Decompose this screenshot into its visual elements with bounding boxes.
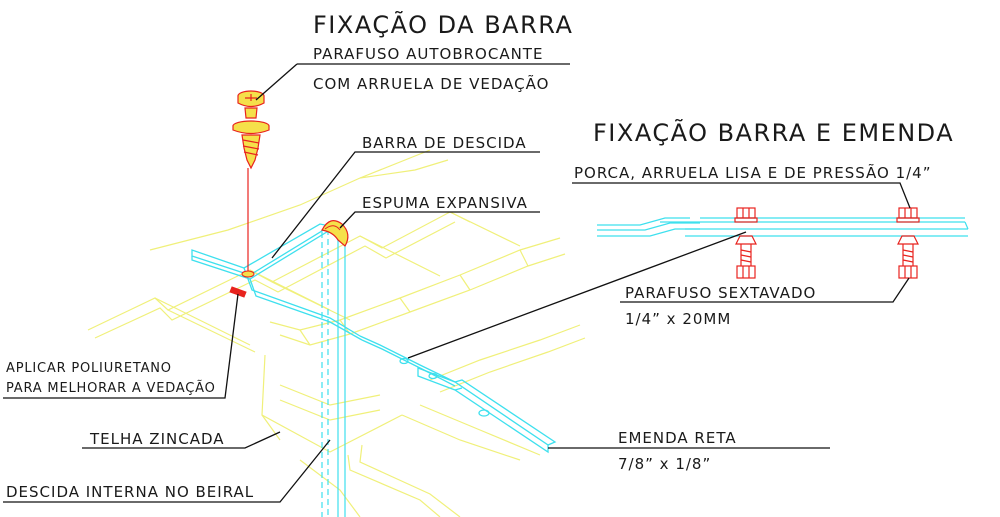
label-down-bar: BARRA DE DESCIDA: [362, 134, 527, 152]
label-straight-splice-size: 7/8” x 1/8”: [618, 455, 711, 473]
label-expanding-foam: ESPUMA EXPANSIVA: [362, 194, 528, 212]
leader-nut-washers: [572, 182, 911, 209]
label-polyurethane-line2: PARA MELHORAR A VEDAÇÃO: [6, 380, 216, 396]
hex-bolt-left: [734, 207, 758, 279]
leader-hex-bolt: [620, 277, 910, 303]
label-nut-washers: PORCA, ARRUELA LISA E DE PRESSÃO 1/4”: [574, 163, 932, 182]
leader-expanding-foam: [339, 211, 540, 229]
bar-splice-section: [597, 217, 969, 237]
label-internal-downlead: DESCIDA INTERNA NO BEIRAL: [6, 483, 254, 501]
leader-polyurethane: [3, 293, 239, 399]
title-bar-splice-fixing: FIXAÇÃO BARRA E EMENDA: [593, 117, 954, 147]
leader-lines: [3, 63, 911, 503]
leader-zinc-tile: [82, 431, 281, 449]
leader-down-bar: [271, 151, 540, 259]
label-straight-splice: EMENDA RETA: [618, 429, 737, 447]
hex-bolt-right: [896, 207, 920, 279]
polyurethane-seal: [229, 286, 247, 298]
label-hex-bolt-size: 1/4” x 20MM: [625, 310, 731, 328]
leader-internal-downlead: [3, 439, 331, 503]
internal-downlead-pipe: [321, 229, 346, 517]
label-self-drilling-screw: PARAFUSO AUTOBROCANTE: [313, 45, 543, 63]
straight-splice-bar: [417, 367, 557, 454]
title-bar-fixing: FIXAÇÃO DA BARRA: [313, 9, 573, 39]
label-sealing-washer: COM ARRUELA DE VEDAÇÃO: [313, 74, 549, 93]
down-bar: [191, 223, 456, 387]
label-polyurethane-line1: APLICAR POLIURETANO: [6, 361, 172, 376]
leader-screw-angle: [255, 63, 298, 101]
label-zinc-tile: TELHA ZINCADA: [89, 430, 225, 448]
label-hex-bolt: PARAFUSO SEXTAVADO: [625, 284, 816, 302]
self-drilling-screw: [232, 90, 270, 170]
screw-head-on-bar: [241, 270, 255, 278]
leader-splice-point: [407, 231, 747, 359]
